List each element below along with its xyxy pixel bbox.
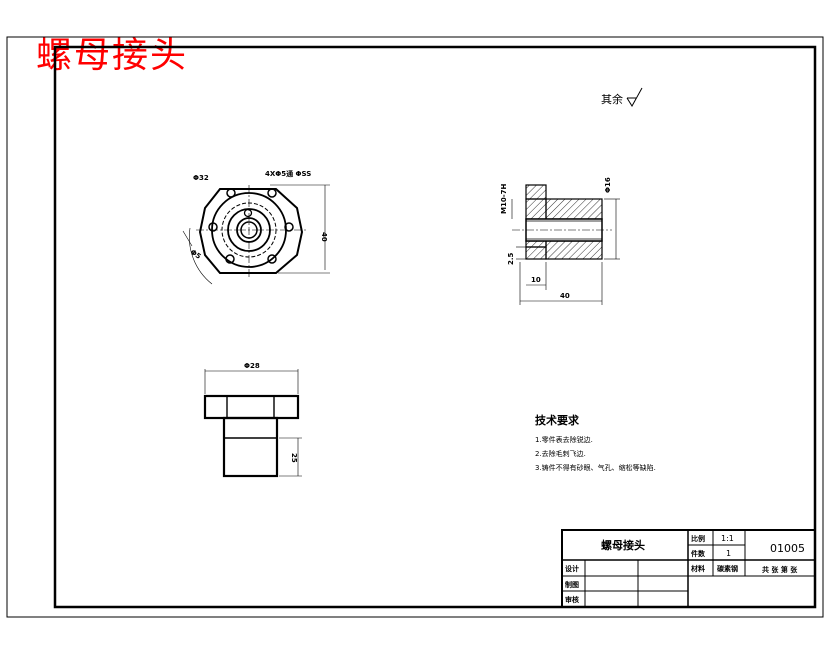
tech-item: 2.去除毛刺飞边.: [535, 449, 586, 458]
front-view: Φ32 4XΦ5通 ΦSS 40 Φ5: [182, 169, 330, 285]
dim-left-small: 2.5: [507, 252, 515, 265]
dim-diameter-left: Φ32: [193, 174, 209, 182]
bolt-hole: [225, 254, 235, 264]
dim-height: 40: [320, 232, 328, 242]
bolt-hole: [226, 188, 236, 198]
material-label: 材料: [690, 564, 705, 573]
tech-heading: 技术要求: [535, 413, 580, 427]
dim-thread: M10-7H: [500, 184, 508, 214]
scale-value: 1:1: [721, 534, 734, 543]
tech-requirements: 技术要求 1.零件表去除锐边. 2.去除毛刺飞边. 3.铸件不得有砂眼、气孔、缩…: [535, 413, 656, 472]
outer-frame: [6, 36, 824, 618]
dim-holes: 4XΦ5通 ΦSS: [265, 169, 311, 178]
qty-label: 件数: [691, 549, 706, 558]
scale-label: 比例: [691, 534, 705, 543]
drafting-label: 制图: [565, 580, 579, 589]
qty-value: 1: [726, 549, 731, 558]
roughness-symbol-icon: [626, 87, 643, 107]
bolt-hole: [208, 222, 218, 232]
bolt-hole: [267, 254, 277, 264]
tech-item: 3.铸件不得有砂眼、气孔、缩松等缺陷.: [535, 463, 656, 472]
dim-top-diameter: Φ28: [244, 362, 260, 370]
dim-right-diameter: Φ16: [604, 177, 612, 193]
material-value: 碳素钢: [717, 564, 738, 573]
part-name: 螺母接头: [601, 538, 645, 552]
bolt-hole: [243, 208, 253, 218]
flange-outline: [198, 188, 304, 274]
design-label: 设计: [565, 564, 579, 573]
drawing-border: [53, 45, 817, 609]
roughness-label: 其余: [601, 92, 623, 106]
sheet-info: 共 张 第 张: [762, 565, 798, 574]
dim-third-height: 25: [290, 453, 298, 463]
drawing-number: 01005: [770, 542, 805, 555]
title-block: 螺母接头 比例 1:1 件数 1 01005 材料 碳素钢 共 张 第 张 设计…: [561, 529, 816, 608]
drawing-title-red: 螺母接头: [36, 35, 189, 76]
third-view: Φ28 25: [203, 362, 302, 478]
bolt-hole: [284, 222, 294, 232]
review-label: 审核: [565, 595, 579, 604]
dim-bottom-total: 40: [560, 292, 570, 300]
section-view: M10-7H Φ16 2.5 10 40: [500, 177, 620, 305]
roughness-note: 其余: [601, 87, 643, 107]
dim-bottom-small: 10: [531, 276, 541, 284]
tech-item: 1.零件表去除锐边.: [535, 435, 593, 444]
bolt-hole: [267, 188, 277, 198]
